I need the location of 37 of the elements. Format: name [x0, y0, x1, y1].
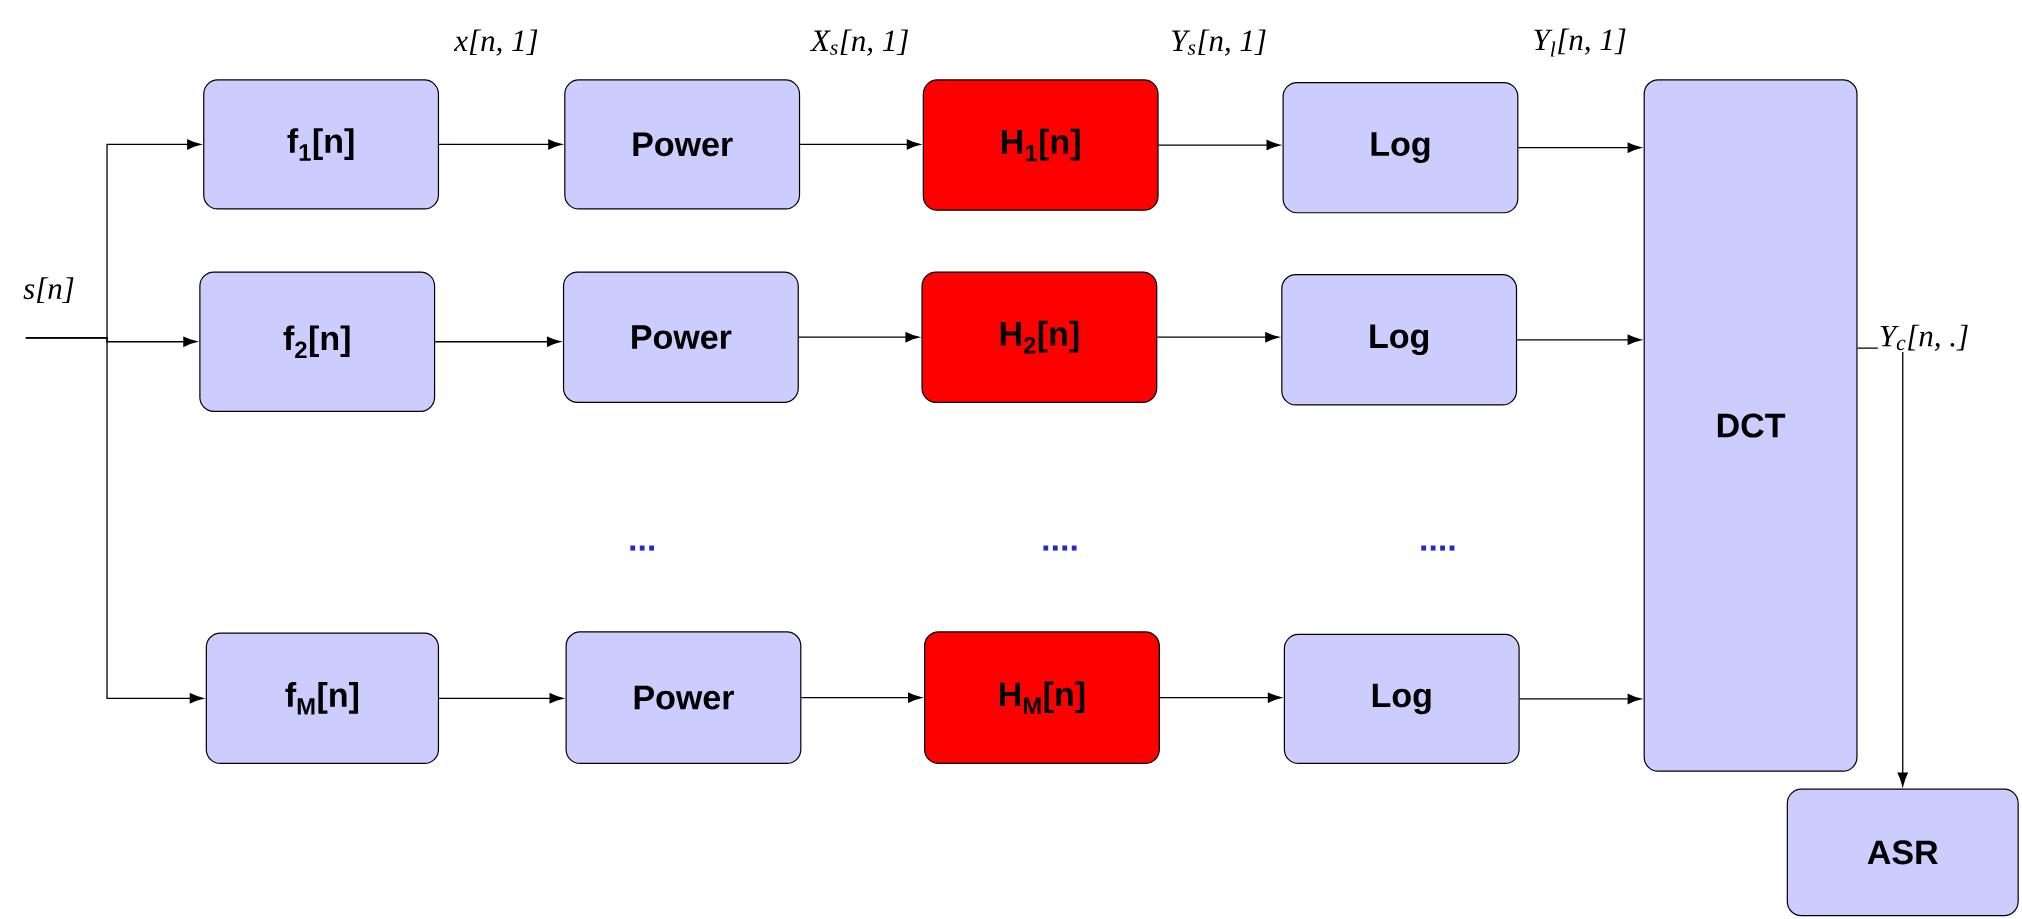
- process-box: f$_{1}$[n]: [203, 79, 440, 210]
- process-box: Log: [1283, 633, 1520, 764]
- arrow: [25, 337, 204, 704]
- arrow: [438, 139, 562, 150]
- arrow: [1856, 347, 1908, 787]
- process-box: Power: [565, 631, 802, 764]
- edge-label: x[n, 1]: [453, 28, 540, 57]
- arrow: [1516, 334, 1642, 345]
- arrow: [1156, 331, 1279, 343]
- process-box: H$_{M}$[n]: [924, 631, 1160, 764]
- arrow: [1517, 142, 1642, 153]
- process-box: f$_{M}$[n]: [205, 632, 440, 764]
- arrow: [1159, 692, 1282, 703]
- ellipsis: ....: [1421, 545, 1455, 551]
- arrow: [1519, 693, 1642, 704]
- process-box: H$_{2}$[n]: [921, 271, 1158, 403]
- arrow: [1157, 139, 1281, 150]
- arrow: [799, 139, 921, 150]
- edge-label: s[n]: [22, 276, 76, 304]
- arrow: [438, 693, 564, 704]
- edge-label: Y$_{s}$[n, 1]: [1169, 28, 1269, 57]
- arrow: [434, 336, 561, 347]
- arrow: [798, 331, 920, 343]
- process-box: Log: [1281, 273, 1518, 406]
- process-box: DCT: [1643, 79, 1858, 772]
- process-box: Power: [564, 79, 801, 210]
- edge-label: Y$_{l}$[n, 1]: [1531, 27, 1628, 58]
- ellipsis: ...: [630, 545, 655, 551]
- process-box: Power: [562, 271, 799, 403]
- edge-label: Y$_{c}$[n, .]: [1877, 323, 1971, 352]
- ellipsis: ....: [1043, 545, 1077, 551]
- process-box: ASR: [1786, 788, 2019, 916]
- process-box: f$_{2}$[n]: [199, 271, 436, 412]
- arrow: [800, 692, 922, 703]
- edge-label: X$_{s}$[n, 1]: [809, 28, 911, 57]
- process-box: Log: [1282, 81, 1519, 214]
- process-box: H$_{1}$[n]: [922, 79, 1159, 211]
